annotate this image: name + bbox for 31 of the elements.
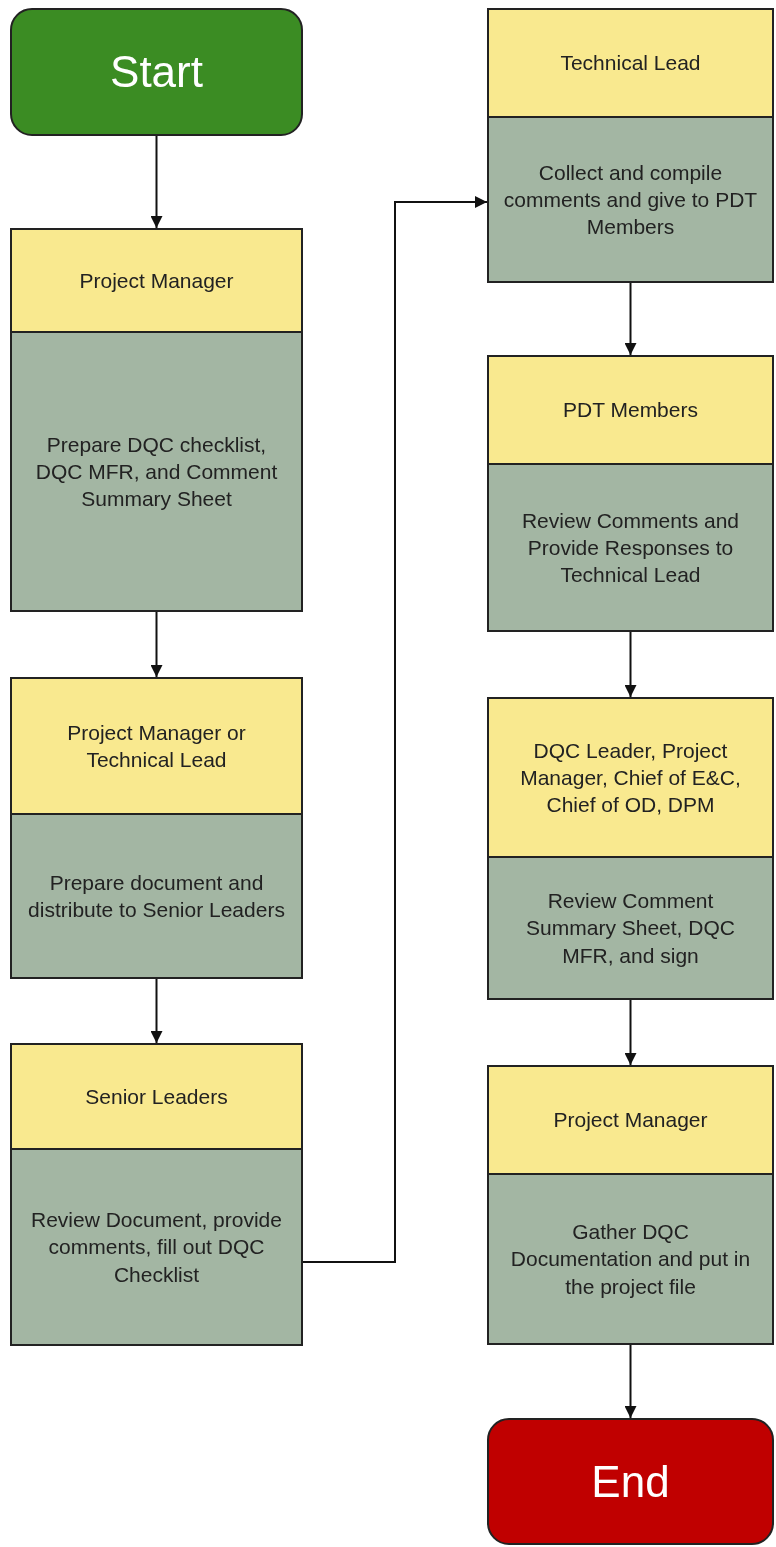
- task-description: Review Comments and Provide Responses to Technical Lead: [487, 463, 774, 632]
- role-header: Project Manager: [487, 1065, 774, 1175]
- task-description: Prepare DQC checklist, DQC MFR, and Comment Summary Sheet: [10, 331, 303, 612]
- role-header: Senior Leaders: [10, 1043, 303, 1150]
- arrow: [150, 611, 163, 678]
- end-terminal: End: [487, 1418, 774, 1545]
- arrow: [624, 282, 637, 356]
- process-card: [487, 355, 774, 632]
- process-card: [10, 1043, 303, 1346]
- arrow: [624, 1344, 637, 1419]
- process-card: [10, 228, 303, 612]
- role-header: Technical Lead: [487, 8, 774, 118]
- arrow: [624, 999, 637, 1066]
- process-card: [487, 1065, 774, 1345]
- role-header: PDT Members: [487, 355, 774, 465]
- task-description: Prepare document and distribute to Senior Leaders: [10, 813, 303, 979]
- task-description: Review Document, provide comments, fill out DQC Checklist: [10, 1148, 303, 1346]
- process-card: [10, 677, 303, 979]
- role-header: DQC Leader, Project Manager, Chief of E&C, Chief of OD, DPM: [487, 697, 774, 858]
- arrow: [150, 135, 163, 229]
- task-description: Gather DQC Documentation and put in the project file: [487, 1173, 774, 1345]
- arrow: [302, 196, 488, 1263]
- arrow: [624, 631, 637, 698]
- role-header: Project Manager: [10, 228, 303, 333]
- role-header: Project Manager or Technical Lead: [10, 677, 303, 815]
- process-card: [487, 8, 774, 283]
- arrow: [150, 978, 163, 1044]
- task-description: Review Comment Summary Sheet, DQC MFR, and sign: [487, 856, 774, 1000]
- start-terminal: Start: [10, 8, 303, 136]
- process-card: [487, 697, 774, 1000]
- task-description: Collect and compile comments and give to PDT Members: [487, 116, 774, 283]
